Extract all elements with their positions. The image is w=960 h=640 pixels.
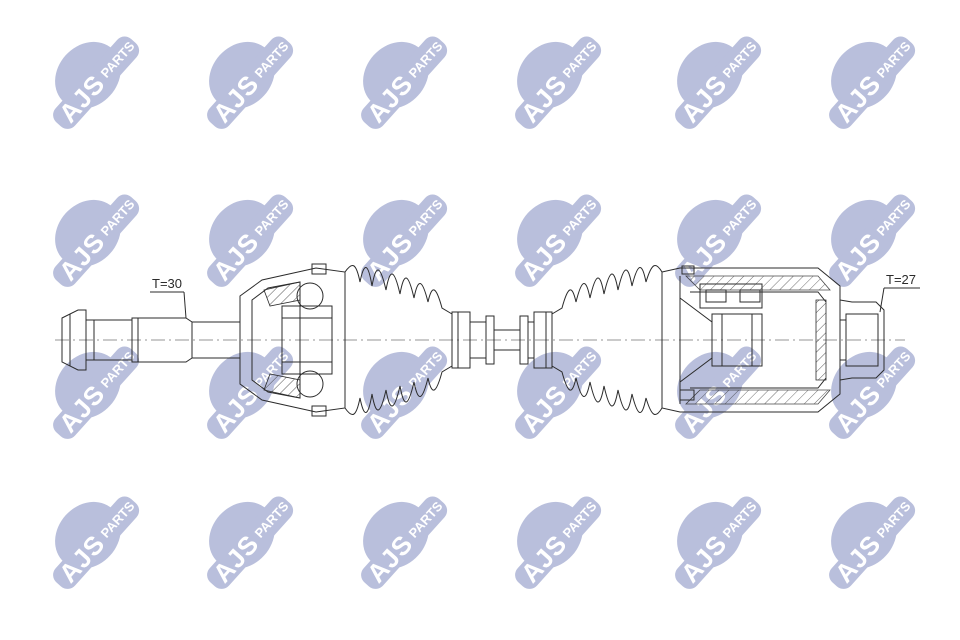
watermark-logo	[650, 13, 770, 138]
watermark-logo	[804, 473, 924, 598]
watermark-logo	[650, 473, 770, 598]
watermark-logo	[28, 473, 148, 598]
watermark-logo	[336, 13, 456, 138]
section-hatching	[263, 275, 831, 405]
left-spline-label: T=30	[152, 276, 182, 291]
right-spline-label-group	[879, 287, 920, 313]
shaft-center	[451, 311, 553, 369]
left-stub-shaft	[61, 309, 240, 371]
watermark-logo	[490, 13, 610, 138]
right-stub-shaft	[839, 299, 885, 381]
watermark-logo	[182, 473, 302, 598]
watermark-logo	[490, 473, 610, 598]
inner-tripod-joint	[661, 265, 841, 413]
watermark-logo	[182, 171, 302, 296]
watermark-logo	[804, 13, 924, 138]
watermark-logo	[28, 171, 148, 296]
watermark-logo	[336, 171, 456, 296]
watermark-logo	[490, 171, 610, 296]
watermark-logo	[490, 323, 610, 448]
watermark-logo	[336, 473, 456, 598]
right-spline-label: T=27	[886, 272, 916, 287]
right-boot	[551, 265, 663, 415]
watermark-logo	[28, 323, 148, 448]
left-spline-label-group	[150, 291, 187, 319]
watermark-logo	[182, 13, 302, 138]
drive-shaft	[55, 263, 920, 417]
watermark-grid	[28, 13, 924, 598]
watermark-logo	[28, 13, 148, 138]
